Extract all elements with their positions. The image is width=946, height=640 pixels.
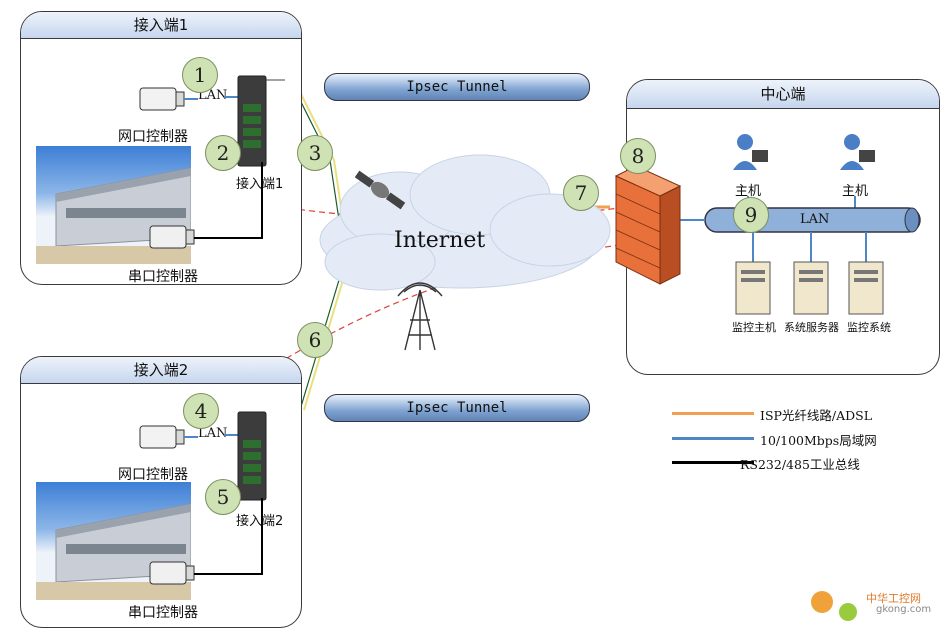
- serial-controller-label: 串口控制器: [128, 269, 198, 285]
- internet-label: Internet: [394, 228, 486, 253]
- badge-9: 9: [733, 197, 769, 233]
- monitor-host-label: 监控主机: [732, 321, 776, 334]
- center-lan-label: LAN: [800, 212, 830, 227]
- badge-2: 2: [205, 135, 241, 171]
- serial-controller-label: 串口控制器: [128, 605, 198, 621]
- badge-6: 6: [297, 322, 333, 358]
- host-label: 主机: [842, 184, 869, 199]
- badge-8: 8: [620, 138, 656, 174]
- legend-swatch-isp: [672, 412, 754, 415]
- badge-5: 5: [205, 479, 241, 515]
- device-label: 接入端1: [236, 177, 284, 192]
- ipsec-tunnel-top: Ipsec Tunnel: [324, 73, 590, 101]
- factory-building-icon: [36, 503, 191, 600]
- badge-4: 4: [183, 393, 219, 429]
- panel-title: 中心端: [627, 80, 939, 109]
- legend-swatch-bus: [672, 461, 754, 464]
- host-label: 主机: [735, 184, 762, 199]
- badge-1: 1: [182, 57, 218, 93]
- net-controller-label: 网口控制器: [118, 129, 188, 145]
- panel-title: 接入端1: [21, 12, 301, 39]
- watermark-url: gkong.com: [876, 604, 932, 615]
- center-panel: 中心端: [626, 79, 940, 375]
- system-server-label: 系统服务器: [784, 321, 839, 334]
- net-controller-label: 网口控制器: [118, 467, 188, 483]
- legend-label-bus: RS232/485工业总线: [740, 457, 860, 472]
- monitor-system-label: 监控系统: [847, 321, 891, 334]
- factory-image: [36, 146, 191, 264]
- badge-3: 3: [297, 135, 333, 171]
- watermark-name: 中华工控网: [866, 592, 921, 605]
- legend-label-lan: 10/100Mbps局域网: [760, 433, 877, 448]
- factory-image: [36, 482, 191, 600]
- factory-building-icon: [36, 167, 191, 264]
- panel-title: 接入端2: [21, 357, 301, 384]
- ipsec-tunnel-bottom: Ipsec Tunnel: [324, 394, 590, 422]
- badge-7: 7: [563, 175, 599, 211]
- legend-swatch-lan: [672, 437, 754, 440]
- lan-label: LAN: [198, 426, 228, 441]
- legend-label-isp: ISP光纤线路/ADSL: [760, 408, 873, 423]
- device-label: 接入端2: [236, 514, 284, 529]
